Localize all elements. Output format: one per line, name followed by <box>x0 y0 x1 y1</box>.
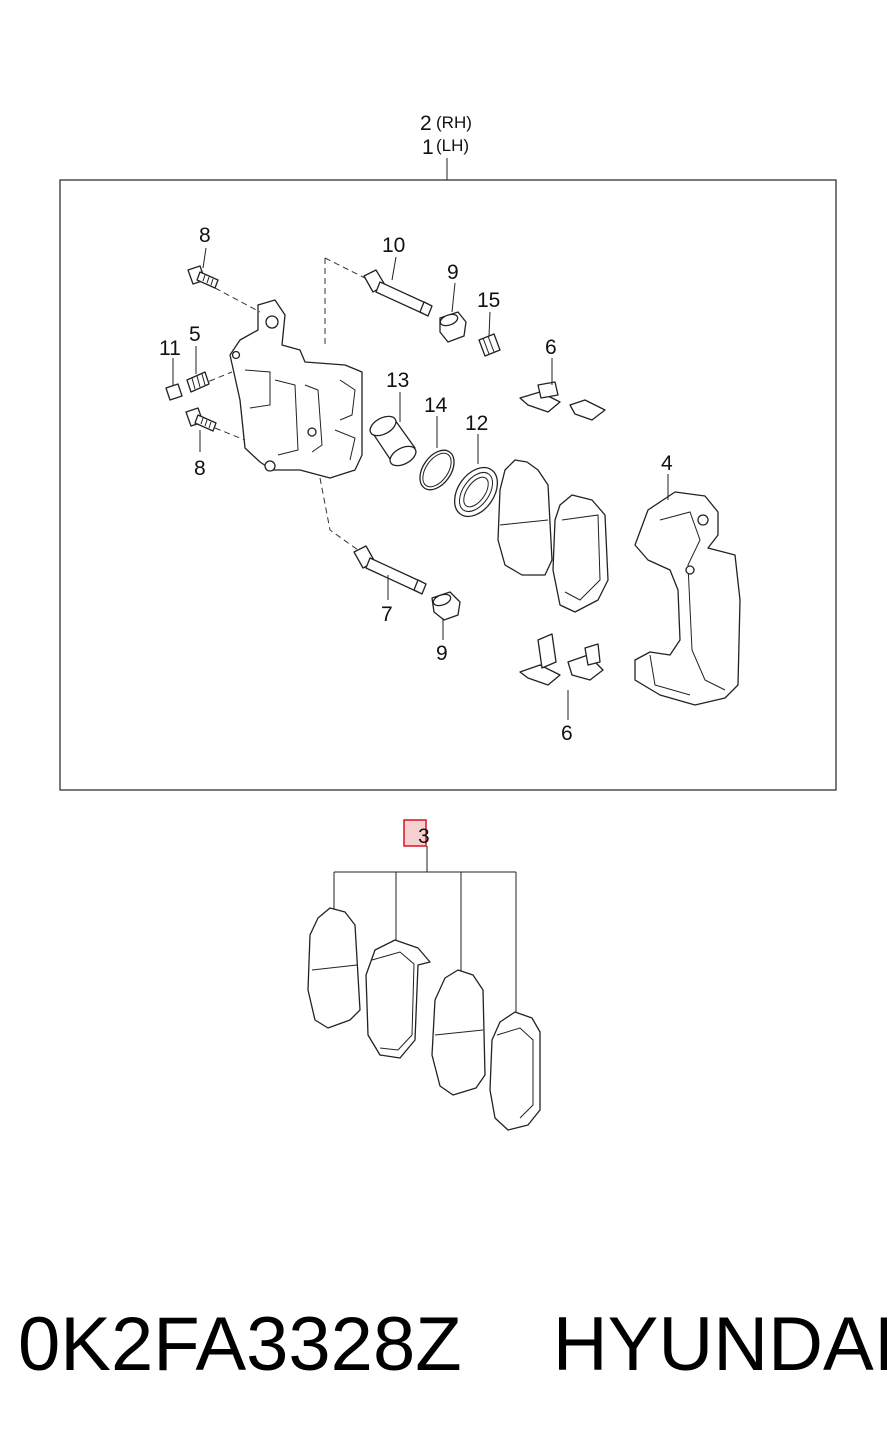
bolt-8-lower <box>185 407 217 432</box>
callout-8-lower: 8 <box>194 457 206 480</box>
svg-text:3: 3 <box>418 825 430 848</box>
shim-6-lower <box>519 633 604 686</box>
piston-seal-14 <box>419 449 455 491</box>
callout-14: 14 <box>424 394 448 417</box>
pin-boot-9-lower <box>431 591 461 621</box>
bleeder-cap-11 <box>165 383 183 401</box>
callout-12: 12 <box>465 412 488 435</box>
callout-9-lower: 9 <box>436 642 448 665</box>
brake-pad-set-3 <box>431 969 486 1096</box>
bushing-15 <box>478 333 501 357</box>
part-number: 0K2FA3328Z <box>18 1302 462 1387</box>
callout-6-upper: 6 <box>545 336 557 359</box>
bleeder-screw-5 <box>186 371 210 393</box>
bolt-8-upper <box>187 265 219 289</box>
piston-13 <box>369 415 417 467</box>
callout-10: 10 <box>382 234 405 257</box>
brake-pad-set-1 <box>307 907 361 1029</box>
part-footer: 0K2FA3328Z HYUNDAI <box>18 1300 887 1390</box>
callout-6-lower: 6 <box>561 722 573 745</box>
svg-text:(RH): (RH) <box>436 113 472 132</box>
callout-7: 7 <box>381 603 393 626</box>
brake-pad-inner-box <box>497 459 553 576</box>
callout-11: 11 <box>159 337 181 360</box>
guide-pin-10 <box>363 269 433 317</box>
shim-6-upper <box>519 381 606 421</box>
assembly-label: 2 (RH) 1 (LH) <box>420 112 472 180</box>
guide-pin-7 <box>353 545 427 595</box>
callout-13: 13 <box>386 369 409 392</box>
brake-pad-set-2 <box>365 939 431 1059</box>
pad-set-leaders <box>333 846 517 1020</box>
svg-text:1: 1 <box>422 136 434 159</box>
callout-8-upper: 8 <box>199 224 211 247</box>
leader-lines <box>172 247 669 720</box>
callout-3-highlighted[interactable]: 3 <box>403 819 430 848</box>
callout-9-upper: 9 <box>447 261 459 284</box>
brake-pad-set-4 <box>489 1011 541 1131</box>
svg-text:(LH): (LH) <box>436 136 469 155</box>
assembly-frame <box>59 179 837 791</box>
callout-15: 15 <box>477 289 500 312</box>
callout-4: 4 <box>661 452 673 475</box>
pin-boot-9-upper <box>439 311 467 343</box>
callout-5: 5 <box>189 323 201 346</box>
caliper-body <box>229 299 363 479</box>
dust-boot-12 <box>453 466 499 518</box>
brake-pad-outer-box <box>552 494 609 613</box>
svg-text:2: 2 <box>420 112 432 135</box>
callout-labels: 8 10 9 15 5 11 6 13 14 12 4 8 7 9 6 <box>159 224 673 745</box>
brand-name: HYUNDAI <box>552 1302 887 1387</box>
caliper-bracket-4 <box>634 491 741 706</box>
